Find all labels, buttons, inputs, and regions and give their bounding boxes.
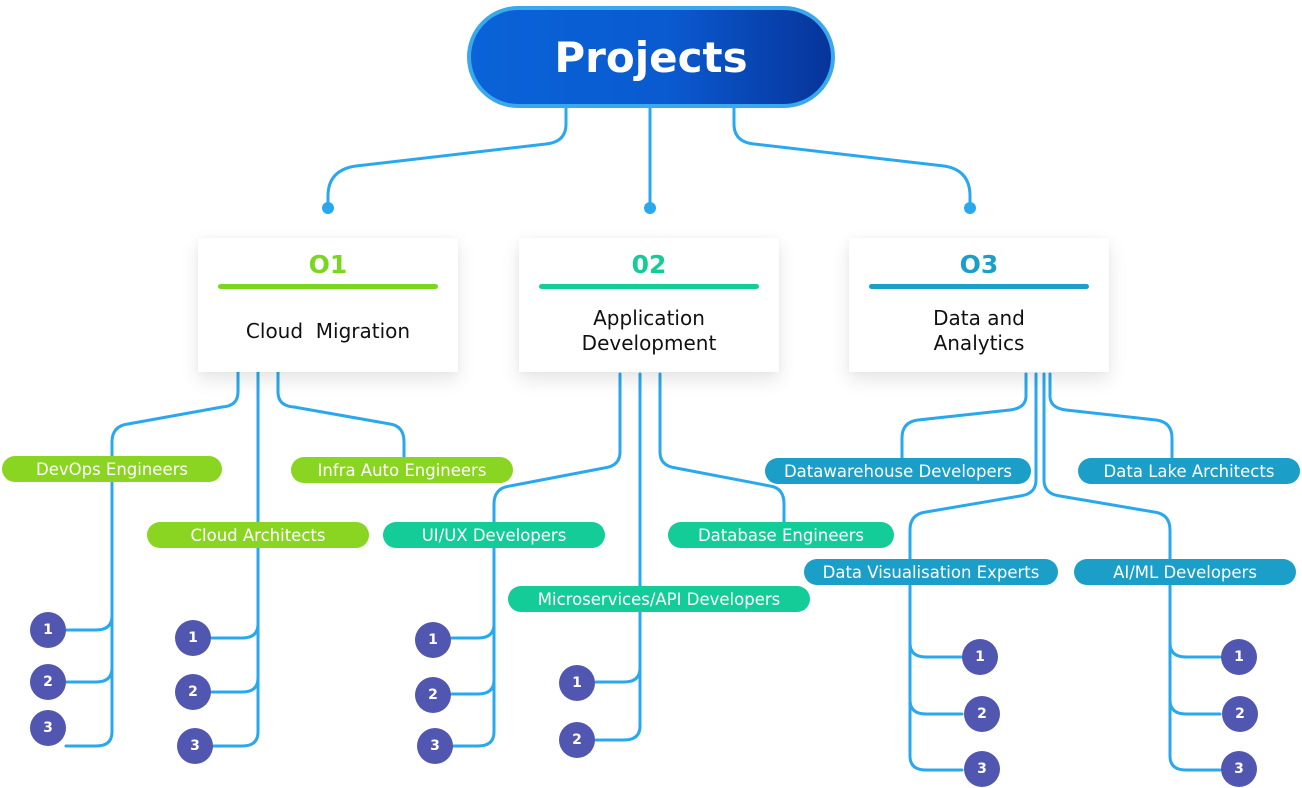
role-database-engineers: Database Engineers xyxy=(668,522,894,548)
step-circle: 3 xyxy=(177,728,213,764)
step-circle: 3 xyxy=(417,728,453,764)
section-title: Cloud Migration xyxy=(245,318,411,343)
step-circle: 1 xyxy=(30,612,66,648)
role-data-visualisation-experts: Data Visualisation Experts xyxy=(804,559,1058,585)
step-circle: 2 xyxy=(175,674,211,710)
role-datawarehouse-developers: Datawarehouse Developers xyxy=(765,458,1031,484)
step-circle: 1 xyxy=(415,622,451,658)
section-divider xyxy=(539,284,759,289)
step-circle: 2 xyxy=(30,664,66,700)
projects-root-node: Projects xyxy=(467,6,835,108)
step-circle: 1 xyxy=(175,620,211,656)
projects-root-label: Projects xyxy=(471,10,831,104)
step-circle: 2 xyxy=(964,696,1000,732)
role-infra-auto-engineers: Infra Auto Engineers xyxy=(291,457,513,483)
step-circle: 2 xyxy=(1222,696,1258,732)
section-number: O1 xyxy=(308,250,348,279)
step-circle: 1 xyxy=(559,665,595,701)
step-circle: 3 xyxy=(1221,751,1257,787)
role-cloud-architects: Cloud Architects xyxy=(147,522,369,548)
step-circle: 3 xyxy=(964,751,1000,787)
section-divider xyxy=(869,284,1089,289)
section-title: Application Development xyxy=(581,306,717,355)
role-data-lake-architects: Data Lake Architects xyxy=(1078,458,1300,484)
step-circle: 2 xyxy=(559,722,595,758)
section-title: Data and Analytics xyxy=(933,306,1025,355)
step-circle: 3 xyxy=(30,710,66,746)
role-ui-ux-developers: UI/UX Developers xyxy=(383,522,605,548)
section-card-cloud-migration: O1 Cloud Migration xyxy=(198,238,458,372)
step-circle: 2 xyxy=(415,677,451,713)
role-devops-engineers: DevOps Engineers xyxy=(2,456,222,482)
section-card-application-development: 02 Application Development xyxy=(519,238,779,372)
role-microservices-api-developers: Microservices/API Developers xyxy=(508,586,810,612)
step-circle: 1 xyxy=(962,639,998,675)
role-ai-ml-developers: AI/ML Developers xyxy=(1074,559,1296,585)
section-divider xyxy=(218,284,438,289)
section-card-data-analytics: O3 Data and Analytics xyxy=(849,238,1109,372)
step-circle: 1 xyxy=(1221,639,1257,675)
section-number: 02 xyxy=(631,250,667,279)
section-number: O3 xyxy=(959,250,999,279)
